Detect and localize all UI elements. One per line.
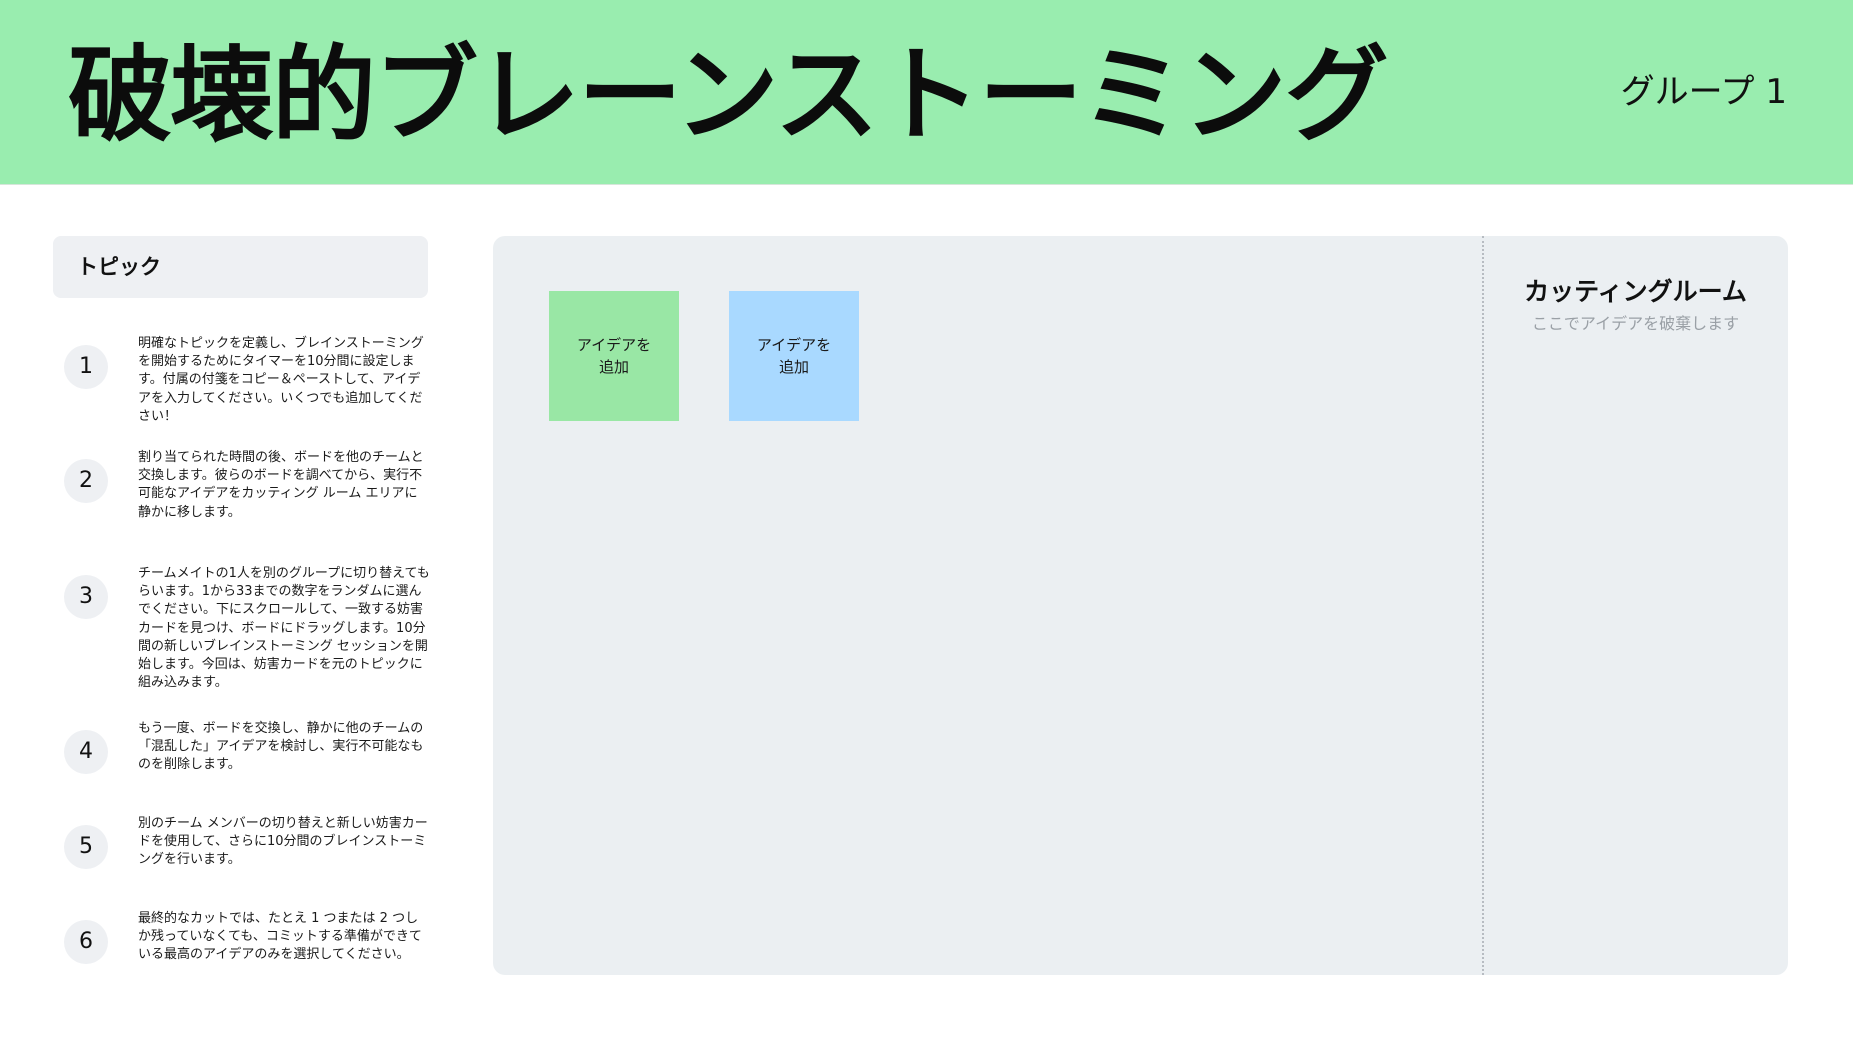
cutting-room-title: カッティングルーム <box>1524 277 1747 306</box>
sticky-note-label: アイデアを 追加 <box>756 336 832 376</box>
group-label: グループ 1 <box>1620 72 1787 112</box>
sticky-note-green[interactable]: アイデアを 追加 <box>549 291 679 421</box>
step-description[interactable]: 最終的なカットでは、たとえ 1 つまたは 2 つしか残っていなくても、コミットす… <box>138 911 422 963</box>
sticky-note-blue[interactable]: アイデアを 追加 <box>729 291 859 421</box>
topic-header: トピック <box>53 236 428 298</box>
step-description[interactable]: 割り当てられた時間の後、ボードを他のチームと交換します。彼らのボードを調べてから… <box>138 450 424 520</box>
page-title: 破壊的ブレーンストーミング <box>68 34 1389 156</box>
step-number-badge: 1 <box>64 345 108 389</box>
cutting-room-divider <box>1482 236 1484 975</box>
step-description[interactable]: 別のチーム メンバーの切り替えと新しい妨害カードを使用して、さらに10分間のブレ… <box>138 816 428 868</box>
step-description[interactable]: もう一度、ボードを交換し、静かに他のチームの「混乱した」アイデアを検討し、実行不… <box>138 721 424 773</box>
step-number-badge: 6 <box>64 920 108 964</box>
step-number-badge: 5 <box>64 825 108 869</box>
sticky-note-label: アイデアを 追加 <box>576 336 652 376</box>
step-number-badge: 3 <box>64 575 108 619</box>
brainstorm-board[interactable]: アイデアを 追加 アイデアを 追加 カッティングルーム ここでアイデアを破棄しま… <box>493 236 1788 975</box>
step-description[interactable]: 明確なトピックを定義し、ブレインストーミングを開始するためにタイマーを10分間に… <box>138 336 424 424</box>
page-header: 破壊的ブレーンストーミング グループ 1 <box>0 0 1853 185</box>
step-number-badge: 2 <box>64 459 108 503</box>
cutting-room-subtitle: ここでアイデアを破棄します <box>1531 314 1740 333</box>
topic-label[interactable]: トピック <box>77 255 161 279</box>
step-number-badge: 4 <box>64 730 108 774</box>
step-description[interactable]: チームメイトの1人を別のグループに切り替えてもらいます。1から33までの数字をラ… <box>138 566 430 691</box>
